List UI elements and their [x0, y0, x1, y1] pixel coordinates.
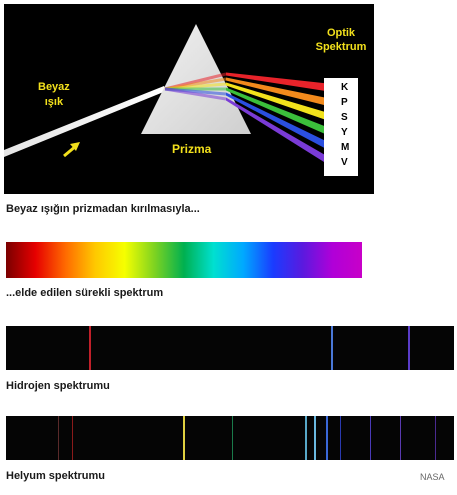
spectrum-ray — [226, 92, 332, 152]
hydrogen-line — [88, 326, 91, 370]
helium-caption: Helyum spektrumu — [6, 470, 106, 482]
continuous-caption: ...elde edilen sürekli spektrum — [6, 287, 164, 299]
helium-spectrum — [6, 416, 454, 460]
hydrogen-spectrum — [6, 326, 454, 370]
spectrum-ray — [226, 72, 332, 92]
helium-line — [232, 416, 234, 460]
spectrum-ray — [226, 87, 332, 137]
spectrum-ray — [226, 77, 332, 107]
helium-line — [57, 416, 59, 460]
hydrogen-line — [330, 326, 333, 370]
helium-line — [339, 416, 341, 460]
helium-line — [305, 416, 308, 460]
inner-rays — [164, 72, 227, 101]
helium-line — [182, 416, 185, 460]
helium-line — [326, 416, 329, 460]
arrow-icon — [63, 142, 80, 158]
white-light-label-line2: ışık — [44, 96, 64, 108]
prism-caption: Beyaz ışığın prizmadan kırılmasıyla... — [6, 203, 200, 215]
prism-shape — [141, 24, 251, 134]
spectrum-title-line2: Spektrum — [315, 41, 367, 53]
spectrum-letter: M — [341, 142, 350, 153]
spectrum-title-line1: Optik — [326, 27, 356, 39]
spectrum-ray — [226, 82, 332, 122]
continuous-spectrum-bar — [6, 242, 362, 278]
spectrum-letter: Y — [341, 127, 348, 138]
helium-line — [435, 416, 437, 460]
white-light-label-line1: Beyaz — [38, 81, 70, 93]
white-light-label: Beyaz ışık — [38, 80, 70, 110]
spectrum-letter: K — [341, 82, 349, 93]
spectrum-letter: P — [341, 97, 348, 108]
helium-line — [400, 416, 402, 460]
helium-line — [369, 416, 371, 460]
helium-line — [72, 416, 74, 460]
credit-label: NASA — [420, 472, 445, 482]
spectrum-letter: S — [341, 112, 348, 123]
hydrogen-line — [408, 326, 411, 370]
spectrum-letter: V — [341, 157, 348, 168]
hydrogen-caption: Hidrojen spektrumu — [6, 380, 110, 392]
spectrum-title: Optik Spektrum — [310, 26, 372, 54]
spectrum-ray — [226, 97, 332, 167]
helium-line — [314, 416, 317, 460]
prism-label: Prizma — [172, 142, 212, 156]
white-light-beam — [4, 86, 166, 157]
inner-ray — [164, 87, 227, 101]
